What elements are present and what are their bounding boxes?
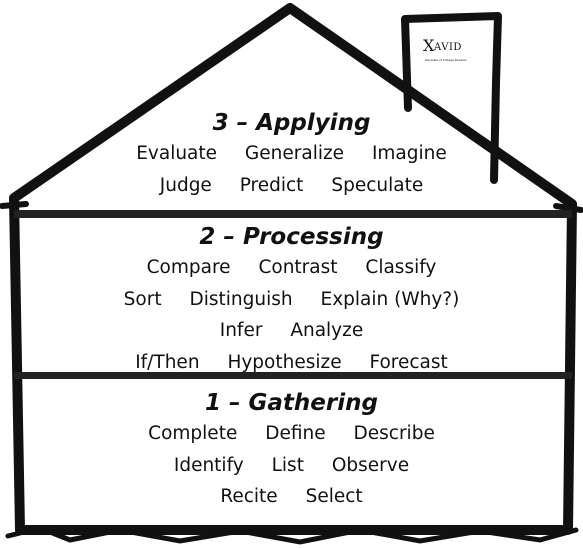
word: Judge (159, 174, 212, 196)
level-applying: 3 – Applying Evaluate Generalize Imagine… (30, 108, 553, 201)
level-processing: 2 – Processing Compare Contrast Classify… (30, 222, 553, 378)
level-gathering: 1 – Gathering Complete Define Describe I… (30, 388, 553, 513)
word: Define (265, 423, 326, 444)
word: Speculate (331, 174, 424, 196)
word: List (271, 454, 304, 476)
word-row: Compare Contrast Classify (30, 252, 553, 284)
word: Distinguish (189, 288, 293, 310)
word: Generalize (244, 143, 345, 164)
avid-logo: X AVID Decades of College Dreams (423, 36, 479, 68)
word: Contrast (258, 257, 338, 278)
word: Identify (173, 454, 244, 476)
word: Observe (331, 454, 410, 476)
logo-text: AVID (434, 42, 462, 53)
word: Complete (148, 423, 238, 444)
house-frame (9, 3, 577, 535)
word: Hypothesize (227, 351, 342, 373)
divider-lower (14, 372, 572, 379)
word-row: Complete Define Describe (30, 418, 553, 450)
word-row: Judge Predict Speculate (30, 170, 553, 202)
word: Explain (Why?) (320, 288, 460, 310)
eave-left (0, 201, 29, 209)
word: If/Then (135, 351, 200, 373)
word: Sort (123, 288, 162, 310)
word: Evaluate (136, 143, 218, 164)
word-row: Evaluate Generalize Imagine (30, 138, 553, 170)
word-row: Infer Analyze (30, 315, 553, 347)
word: Classify (365, 257, 437, 278)
chimney (401, 12, 502, 184)
level-title: 1 – Gathering (205, 390, 378, 416)
word-row: Identify List Observe (30, 450, 553, 482)
word: Predict (239, 174, 304, 196)
word: Compare (146, 257, 231, 278)
word: Imagine (371, 143, 447, 164)
word: Describe (353, 423, 435, 444)
divider-upper (14, 210, 572, 218)
word: Recite (220, 486, 278, 507)
word: Select (305, 486, 363, 507)
logo-mark: X (423, 36, 435, 55)
word: Infer (219, 320, 263, 341)
logo-tagline: Decades of College Dreams (425, 58, 467, 62)
word: Analyze (290, 320, 364, 341)
word: Forecast (369, 351, 448, 373)
eave-right (553, 203, 583, 213)
word-row: If/Then Hypothesize Forecast (30, 347, 553, 379)
word-row: Recite Select (30, 481, 553, 513)
word-row: Sort Distinguish Explain (Why?) (30, 284, 553, 316)
level-title: 3 – Applying (212, 110, 371, 136)
ground-strokes (5, 525, 579, 545)
level-title: 2 – Processing (199, 224, 384, 250)
